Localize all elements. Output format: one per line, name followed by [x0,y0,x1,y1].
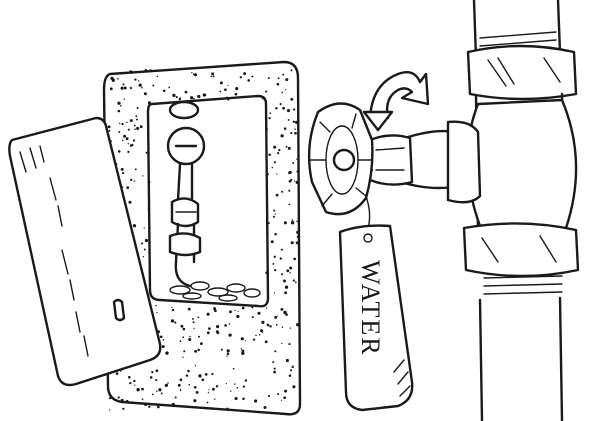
rotation-arrow-icon [364,72,428,130]
water-tag: WATER [340,196,412,410]
valve-handwheel [309,103,372,214]
supply-pipe [464,0,578,421]
shutoff-valve [358,122,480,203]
water-tag-label: WATER [356,260,385,357]
